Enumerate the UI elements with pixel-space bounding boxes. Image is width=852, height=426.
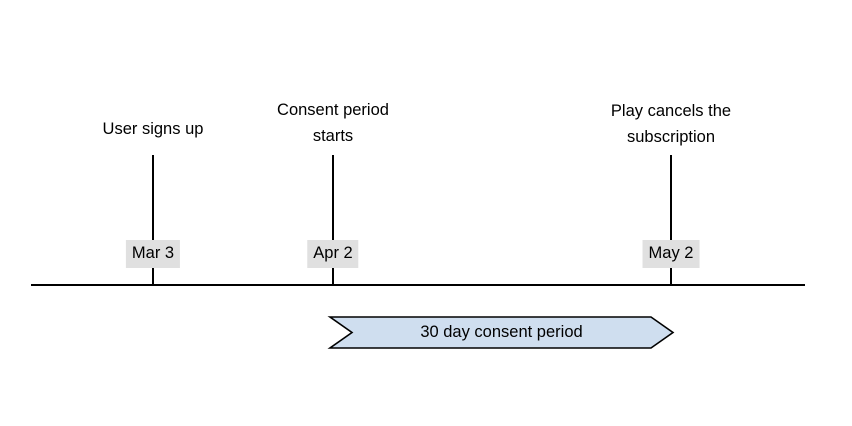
event-title: Play cancels the subscription <box>610 102 732 146</box>
event-date-chip: Apr 2 <box>307 240 359 268</box>
chevron-arrow-shape <box>327 316 675 349</box>
event-stem <box>332 155 334 285</box>
event-title: User signs up <box>102 120 204 138</box>
consent-period-banner: 30 day consent period <box>327 316 675 349</box>
event-date-chip: May 2 <box>642 240 700 268</box>
timeline-axis <box>31 284 805 286</box>
event-stem <box>152 155 154 285</box>
event-date-chip: Mar 3 <box>125 240 181 268</box>
event-stem <box>670 155 672 285</box>
event-title: Consent period starts <box>277 101 389 145</box>
